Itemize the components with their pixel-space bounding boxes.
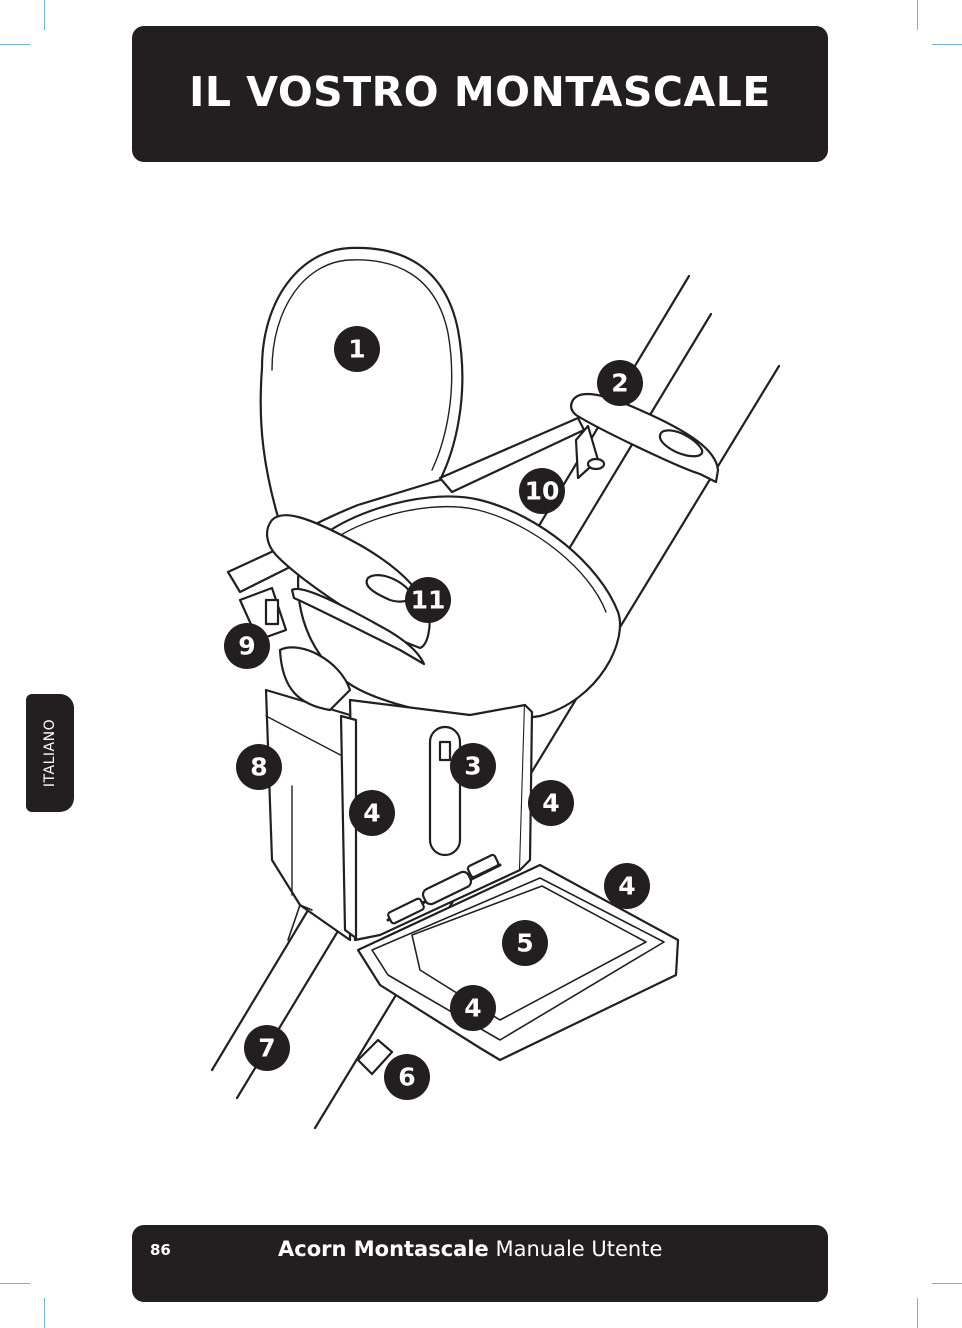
svg-text:2: 2 bbox=[611, 369, 628, 398]
page-footer: 86 Acorn Montascale Manuale Utente bbox=[132, 1225, 828, 1302]
svg-text:4: 4 bbox=[363, 799, 380, 828]
rail-line bbox=[313, 364, 781, 1130]
language-tab: ITALIANO bbox=[26, 694, 74, 812]
page-number: 86 bbox=[150, 1241, 171, 1259]
page-title: IL VOSTRO MONTASCALE bbox=[189, 68, 771, 116]
crop-mark bbox=[917, 0, 918, 30]
armrest-left bbox=[238, 514, 431, 712]
svg-text:3: 3 bbox=[464, 752, 481, 781]
callout-badge: 2 bbox=[597, 360, 643, 406]
crop-mark bbox=[932, 1283, 962, 1284]
svg-text:11: 11 bbox=[411, 586, 446, 615]
callout-badge: 6 bbox=[384, 1054, 430, 1100]
armrest-right bbox=[569, 393, 720, 484]
backrest bbox=[259, 246, 464, 542]
svg-text:5: 5 bbox=[516, 929, 533, 958]
crop-mark bbox=[0, 44, 30, 45]
crop-mark bbox=[0, 1283, 30, 1284]
crop-mark bbox=[917, 1298, 918, 1328]
charge-point bbox=[356, 1038, 394, 1076]
callout-badge: 4 bbox=[528, 780, 574, 826]
callout-badge: 1 bbox=[334, 326, 380, 372]
callout-badge: 10 bbox=[519, 468, 565, 514]
svg-text:10: 10 bbox=[525, 477, 560, 506]
callout-badge: 11 bbox=[405, 577, 451, 623]
svg-text:4: 4 bbox=[464, 994, 481, 1023]
callout-badge: 4 bbox=[349, 790, 395, 836]
callout-badge: 4 bbox=[604, 863, 650, 909]
seat bbox=[297, 495, 622, 721]
callout-badge: 3 bbox=[450, 743, 496, 789]
crop-mark bbox=[44, 0, 45, 30]
brand-name: Acorn Montascale bbox=[278, 1237, 489, 1261]
svg-text:4: 4 bbox=[542, 789, 559, 818]
callout-badge: 9 bbox=[224, 623, 270, 669]
svg-text:4: 4 bbox=[618, 872, 635, 901]
svg-text:8: 8 bbox=[250, 753, 267, 782]
callout-badge: 5 bbox=[502, 920, 548, 966]
callout-badge: 8 bbox=[236, 744, 282, 790]
page-header: IL VOSTRO MONTASCALE bbox=[132, 26, 828, 162]
crop-mark bbox=[932, 44, 962, 45]
callout-badge: 7 bbox=[244, 1025, 290, 1071]
callout-badge: 4 bbox=[450, 985, 496, 1031]
svg-text:1: 1 bbox=[348, 335, 365, 364]
svg-text:7: 7 bbox=[258, 1034, 275, 1063]
svg-text:6: 6 bbox=[398, 1063, 415, 1092]
crop-mark bbox=[44, 1298, 45, 1328]
manual-subtitle: Manuale Utente bbox=[495, 1237, 663, 1261]
svg-text:9: 9 bbox=[238, 632, 255, 661]
footer-title: Acorn Montascale Manuale Utente bbox=[278, 1237, 662, 1261]
